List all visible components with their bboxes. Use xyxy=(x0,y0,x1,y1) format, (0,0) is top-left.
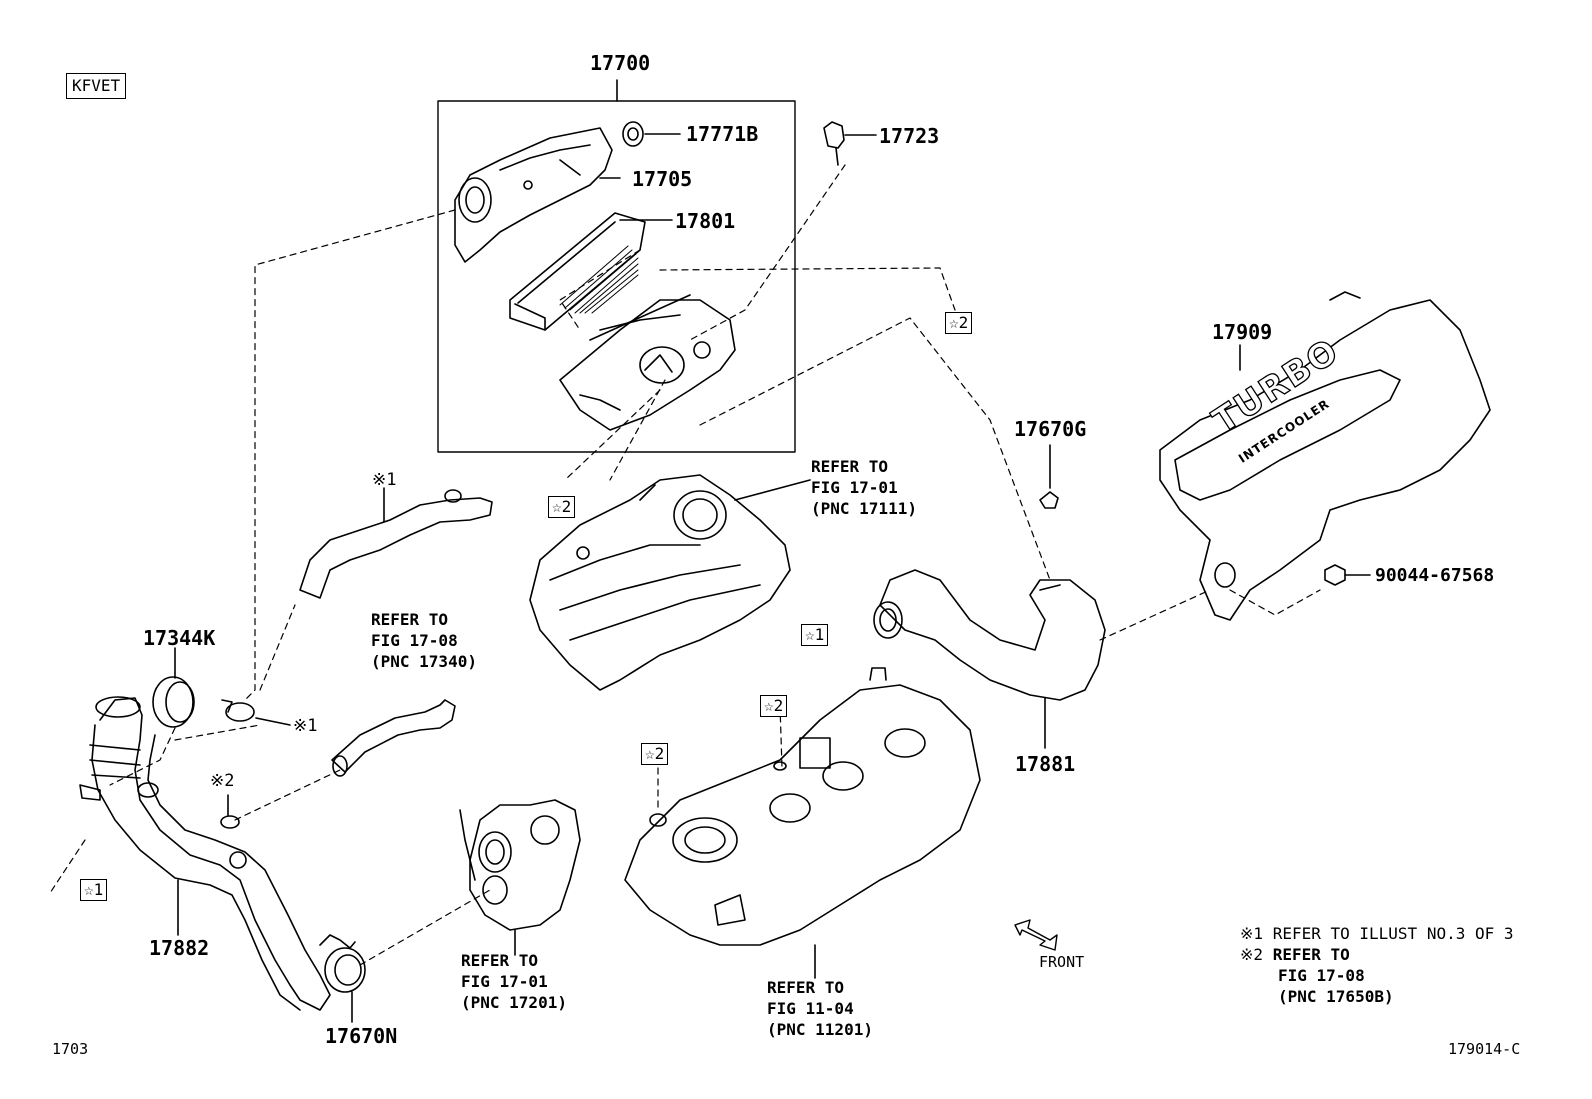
note-2-line: (PNC 17650B) xyxy=(1278,987,1394,1006)
part-number-17670n[interactable]: 17670N xyxy=(325,1024,398,1048)
note-1-mark: ※1 xyxy=(1240,924,1264,943)
turbocharger-drawing xyxy=(459,799,581,956)
refer-line: (PNC 17111) xyxy=(811,499,917,518)
refer-line: FIG 17-01 xyxy=(461,972,548,991)
refer-intake-manifold[interactable]: REFER TO FIG 17-01 (PNC 17111) xyxy=(811,456,917,519)
ref-mark-2-clip: ※2 xyxy=(210,771,235,791)
part-number-17670g[interactable]: 17670G xyxy=(1014,417,1087,441)
note-1: ※1 REFER TO ILLUST NO.3 OF 3 xyxy=(1240,923,1514,944)
refer-line: (PNC 17340) xyxy=(371,652,477,671)
clamp-17670n-drawing xyxy=(319,934,366,1023)
ref-mark-1-upper: ※1 xyxy=(372,470,397,490)
ref-mark-1-clamp: ※1 xyxy=(293,716,318,736)
note-2-line: FIG 17-08 xyxy=(1278,966,1365,985)
note-2-mark: ※2 xyxy=(1240,945,1264,964)
refer-line: REFER TO xyxy=(461,951,539,970)
part-number-17801[interactable]: 17801 xyxy=(675,209,736,233)
grommet-drawing xyxy=(622,121,681,147)
note-1-text: REFER TO ILLUST NO.3 OF 3 xyxy=(1272,924,1514,943)
refer-turbo[interactable]: REFER TO FIG 17-01 (PNC 17201) xyxy=(461,950,567,1013)
air-cleaner-cap-drawing xyxy=(454,127,621,263)
refer-line: FIG 11-04 xyxy=(767,999,854,1018)
part-number-17882[interactable]: 17882 xyxy=(149,936,210,960)
refer-line: REFER TO xyxy=(371,610,449,629)
part-number-17700[interactable]: 17700 xyxy=(590,51,651,75)
refer-hose[interactable]: REFER TO FIG 17-08 (PNC 17340) xyxy=(371,609,477,672)
note-2-line: REFER TO xyxy=(1272,945,1350,964)
small-clamp-drawing xyxy=(221,699,291,726)
part-number-17881[interactable]: 17881 xyxy=(1015,752,1076,776)
refer-line: (PNC 11201) xyxy=(767,1020,873,1039)
figure-code: 179014-C xyxy=(1448,1040,1521,1058)
bolt-drawing xyxy=(823,121,877,166)
head-cover-drawing xyxy=(624,667,981,979)
part-number-90044-67568[interactable]: 90044-67568 xyxy=(1375,565,1495,586)
front-arrow xyxy=(1014,919,1058,951)
intake-manifold-drawing xyxy=(529,474,811,691)
model-code-box: KFVET xyxy=(66,73,127,99)
intercooler-pipe-drawing xyxy=(873,569,1106,749)
refer-head-cover[interactable]: REFER TO FIG 11-04 (PNC 11201) xyxy=(767,977,873,1040)
front-label: FRONT xyxy=(1039,953,1085,971)
air-cleaner-case-drawing xyxy=(559,294,736,431)
note-2: ※2 REFER TO FIG 17-08 (PNC 17650B) xyxy=(1240,944,1394,1007)
clamp-17344k-drawing xyxy=(152,647,195,728)
part-number-17723[interactable]: 17723 xyxy=(879,124,940,148)
connector-star1-pipe: ☆1 xyxy=(801,624,829,646)
connector-star2-cover-a: ☆2 xyxy=(760,695,788,717)
part-number-17771b[interactable]: 17771B xyxy=(686,122,759,146)
clip-drawing xyxy=(220,794,240,829)
engine-cover-drawing xyxy=(1159,291,1491,621)
part-number-17344k[interactable]: 17344K xyxy=(143,626,216,650)
upper-hose-drawing xyxy=(299,487,493,599)
connector-star2-cover-b: ☆2 xyxy=(641,743,669,765)
part-number-17909[interactable]: 17909 xyxy=(1212,320,1273,344)
clip-17670g-drawing xyxy=(1039,444,1059,509)
pcv-hose-drawing xyxy=(331,699,456,777)
refer-line: (PNC 17201) xyxy=(461,993,567,1012)
bolt-90044-drawing xyxy=(1324,564,1371,586)
refer-line: REFER TO xyxy=(767,978,845,997)
refer-line: FIG 17-01 xyxy=(811,478,898,497)
connector-star2-manifold: ☆2 xyxy=(548,496,576,518)
page-code: 1703 xyxy=(52,1040,89,1058)
connector-star1-hose: ☆1 xyxy=(80,879,108,901)
connector-star2-top: ☆2 xyxy=(945,312,973,334)
connector-lines xyxy=(49,164,1321,966)
intake-hose-17882-drawing xyxy=(79,696,331,1011)
part-number-17705[interactable]: 17705 xyxy=(632,167,693,191)
refer-line: REFER TO xyxy=(811,457,889,476)
refer-line: FIG 17-08 xyxy=(371,631,458,650)
filter-element-drawing xyxy=(509,212,673,331)
